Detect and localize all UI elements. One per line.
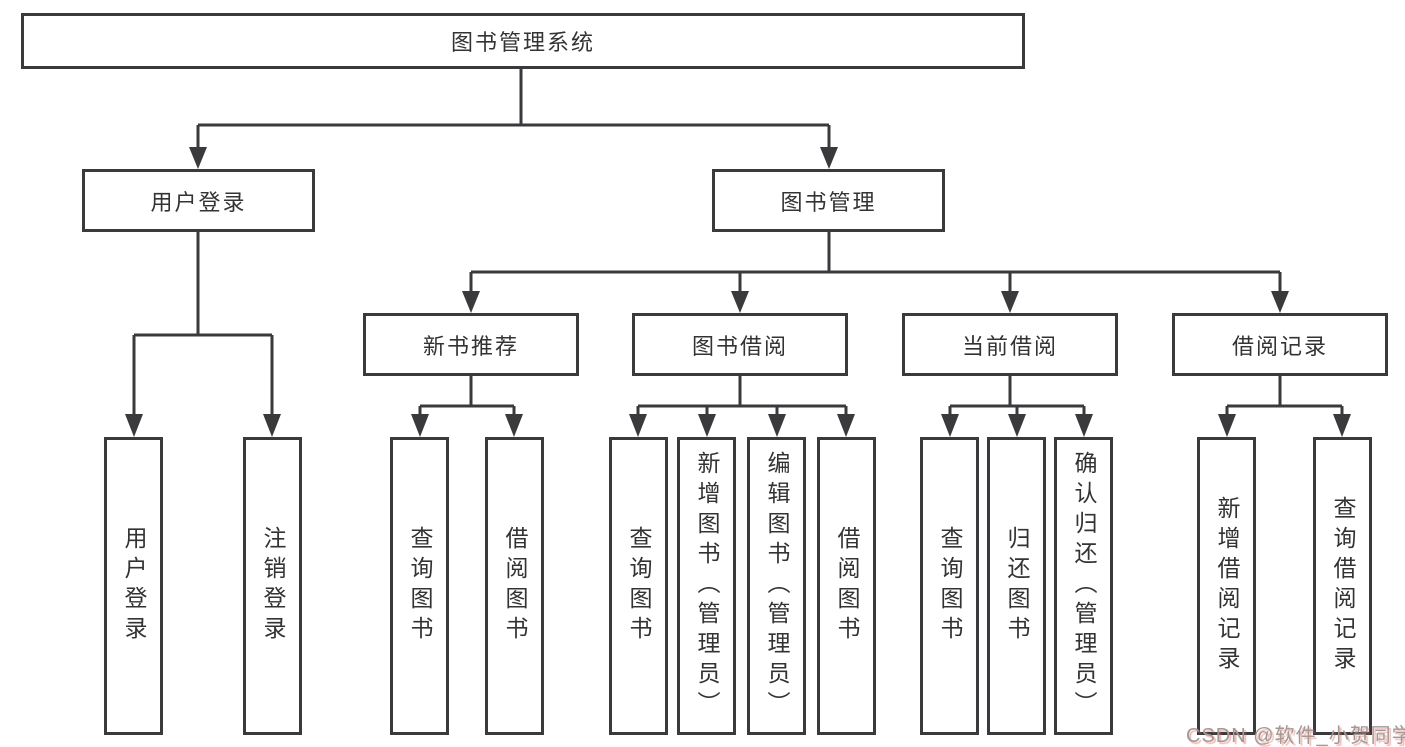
leaf-user-login: 用户登录 [104, 437, 163, 735]
node-new-book-recommend-label: 新书推荐 [422, 333, 519, 359]
node-root-system: 图书管理系统 [21, 13, 1025, 69]
leaf-confirm-return-admin-label: 确认归还（管理员） [1071, 451, 1097, 721]
node-current-borrow-label: 当前借阅 [961, 333, 1058, 359]
leaf-logout: 注销登录 [243, 437, 302, 735]
leaf-current-query-books-label: 查询图书 [937, 526, 963, 646]
node-user-login: 用户登录 [82, 169, 315, 232]
leaf-current-query-books: 查询图书 [920, 437, 979, 735]
csdn-watermark: CSDN @软件_小贺同学 [1186, 725, 1405, 747]
node-borrow-records-label: 借阅记录 [1231, 333, 1328, 359]
leaf-add-books-admin: 新增图书（管理员） [677, 437, 736, 735]
node-book-management-label: 图书管理 [780, 189, 877, 215]
node-root-system-label: 图书管理系统 [450, 30, 595, 55]
node-book-management: 图书管理 [712, 169, 945, 232]
leaf-add-borrow-record-label: 新增借阅记录 [1214, 496, 1240, 676]
leaf-return-books: 归还图书 [987, 437, 1046, 735]
leaf-add-books-admin-label: 新增图书（管理员） [694, 451, 720, 721]
node-user-login-label: 用户登录 [150, 189, 247, 215]
node-current-borrow: 当前借阅 [902, 313, 1118, 376]
node-borrow-records: 借阅记录 [1172, 313, 1388, 376]
leaf-borrow-books: 借阅图书 [817, 437, 876, 735]
leaf-recommend-borrow-books: 借阅图书 [485, 437, 544, 735]
node-book-borrow-label: 图书借阅 [691, 333, 788, 359]
leaf-recommend-query-books-label: 查询图书 [407, 526, 433, 646]
leaf-edit-books-admin-label: 编辑图书（管理员） [764, 451, 790, 721]
leaf-recommend-query-books: 查询图书 [390, 437, 449, 735]
leaf-borrow-query-books-label: 查询图书 [626, 526, 652, 646]
leaf-query-borrow-record-label: 查询借阅记录 [1330, 496, 1356, 676]
leaf-borrow-query-books: 查询图书 [609, 437, 668, 735]
leaf-recommend-borrow-books-label: 借阅图书 [502, 526, 528, 646]
leaf-add-borrow-record: 新增借阅记录 [1197, 437, 1256, 735]
leaf-user-login-label: 用户登录 [121, 526, 147, 646]
node-book-borrow: 图书借阅 [632, 313, 848, 376]
leaf-return-books-label: 归还图书 [1004, 526, 1030, 646]
leaf-confirm-return-admin: 确认归还（管理员） [1054, 437, 1113, 735]
leaf-query-borrow-record: 查询借阅记录 [1313, 437, 1372, 735]
node-new-book-recommend: 新书推荐 [363, 313, 579, 376]
leaf-borrow-books-label: 借阅图书 [834, 526, 860, 646]
leaf-logout-label: 注销登录 [260, 526, 286, 646]
leaf-edit-books-admin: 编辑图书（管理员） [747, 437, 806, 735]
